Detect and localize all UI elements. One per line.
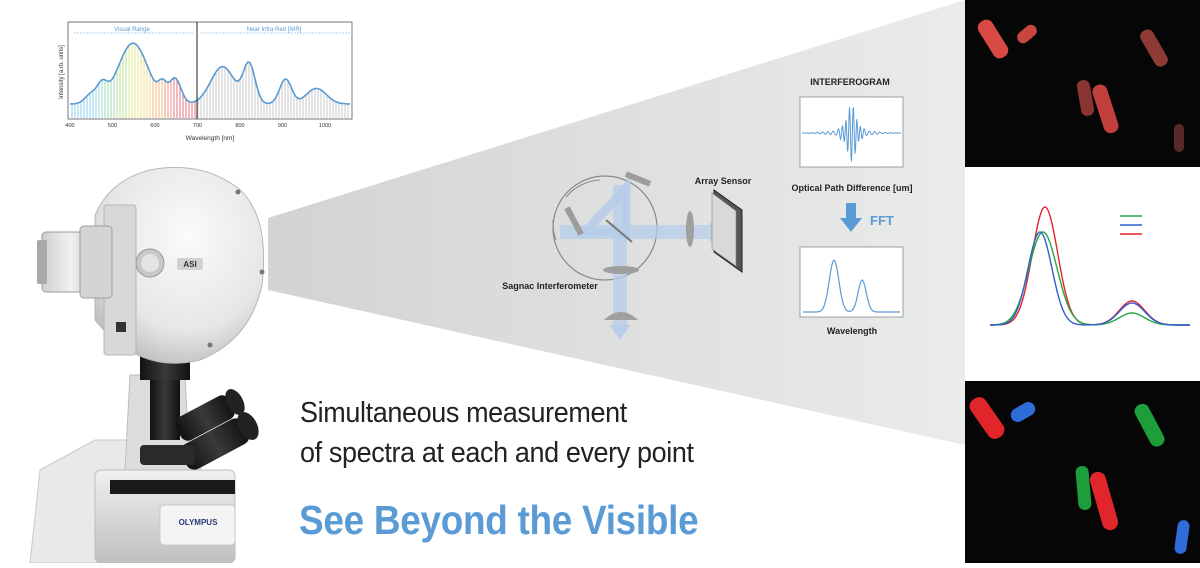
fft-arrow xyxy=(840,203,862,232)
spectrum-tick-label: 900 xyxy=(278,123,287,129)
spectrum-curve xyxy=(70,42,350,105)
spectrum-tick-label: 600 xyxy=(150,123,159,129)
spectrum-plot xyxy=(799,246,904,318)
eyepieces xyxy=(140,389,259,470)
tagline-line-2: of spectra at each and every point xyxy=(300,437,694,469)
rotation-arrow-top xyxy=(565,179,601,198)
spectrum-tick-label: 1000 xyxy=(319,123,331,129)
spectrum-tick-label: 500 xyxy=(108,123,117,129)
spectrum-chart: Visual Range Near Infra Red [NIR] Intens… xyxy=(59,21,353,142)
spectrum-fill-lines xyxy=(71,43,349,118)
spectrum-tick-label: 800 xyxy=(235,123,244,129)
fft-curve xyxy=(803,259,900,313)
headline: See Beyond the Visible xyxy=(299,497,699,543)
beam-arrow-down xyxy=(610,325,630,340)
beam-horizontal xyxy=(560,225,710,239)
mirror-left xyxy=(564,206,584,236)
fft-label: FFT xyxy=(870,213,894,228)
spectrum-xlabel: Wavelength [nm] xyxy=(186,135,235,142)
interferogram-curve xyxy=(802,107,901,162)
camera-body: ASI xyxy=(37,166,265,364)
sagnac-interferometer xyxy=(552,171,743,340)
microscope-camera: OLYMPUS xyxy=(29,166,265,564)
classified-cell-image xyxy=(965,381,1200,563)
beam-splitter xyxy=(605,219,633,243)
raw-cell-image xyxy=(965,0,1200,167)
raw-cells xyxy=(977,19,1184,152)
tagline-line-1: Simultaneous measurement xyxy=(300,397,627,429)
camera-badge: ASI xyxy=(183,260,196,269)
interferogram-plot xyxy=(799,96,904,168)
lens-lower xyxy=(604,312,638,320)
lens-bottom xyxy=(603,266,639,274)
spectrum-tick-label: 400 xyxy=(65,123,74,129)
spectrum-ticks: 400 500 600 700 800 900 1000 xyxy=(65,123,331,129)
mirror-top xyxy=(624,171,652,187)
beam-vertical xyxy=(613,185,627,325)
spectrum-blue-curve xyxy=(990,231,1190,326)
array-sensor-label: Array Sensor xyxy=(695,176,752,186)
visual-range-label: Visual Range xyxy=(114,27,150,33)
interferogram-title: INTERFEROGRAM xyxy=(810,77,890,87)
opd-label: Optical Path Difference [um] xyxy=(791,183,912,193)
tagline: Simultaneous measurement of spectra at e… xyxy=(300,393,784,473)
classified-cells xyxy=(969,397,1190,554)
spectrum-ylabel: Intensity [a.rb. units] xyxy=(59,45,65,99)
wavelength-label: Wavelength xyxy=(827,326,877,336)
rotation-arrow-left xyxy=(552,219,557,241)
spectra-plot xyxy=(965,173,1200,375)
nir-range-label: Near Infra Red [NIR] xyxy=(247,27,302,33)
sagnac-label: Sagnac Interferometer xyxy=(502,281,598,291)
olympus-logo: OLYMPUS xyxy=(179,518,218,527)
lens-right xyxy=(686,211,694,247)
spectrum-tick-label: 700 xyxy=(193,123,202,129)
